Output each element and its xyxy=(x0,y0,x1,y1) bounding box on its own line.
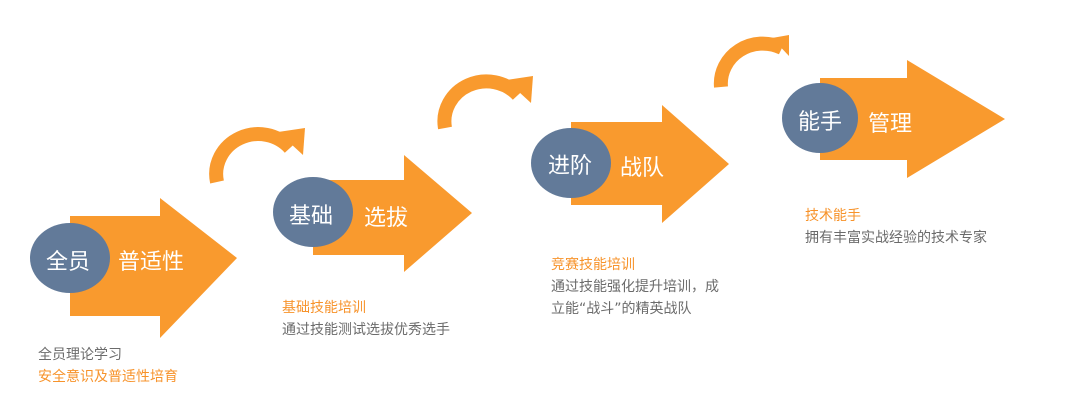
step-3-arrow-label: 战队 xyxy=(620,156,665,181)
description-line: 拥有丰富实战经验的技术专家 xyxy=(805,230,987,246)
step-2-circle-label: 基础 xyxy=(289,204,334,229)
step-1-circle-label: 全员 xyxy=(46,250,91,275)
step-circle-2 xyxy=(273,177,353,247)
curved-arrow-head-3 xyxy=(772,35,789,56)
description-line: 基础技能培训 xyxy=(282,300,366,316)
step-4-circle-label: 能手 xyxy=(798,110,843,135)
step-1-arrow-label: 普适性 xyxy=(118,250,185,275)
step-2-arrow-label: 选拔 xyxy=(364,206,409,231)
description-line: 技术能手 xyxy=(805,208,861,224)
step-3-description: 竞赛技能培训 通过技能强化提升培训，成 立能“战斗”的精英战队 xyxy=(551,254,719,320)
curved-arrow-1 xyxy=(209,127,296,184)
description-line: 立能“战斗”的精英战队 xyxy=(551,301,692,317)
step-circle-1 xyxy=(30,223,110,293)
step-arrow-2 xyxy=(313,155,472,272)
curved-arrow-2 xyxy=(437,74,524,130)
step-4-description: 技术能手 拥有丰富实战经验的技术专家 xyxy=(805,205,987,249)
description-line: 全员理论学习 xyxy=(38,347,122,363)
description-line: 通过技能强化提升培训，成 xyxy=(551,279,719,295)
description-line: 竞赛技能培训 xyxy=(551,257,635,273)
step-3-circle-label: 进阶 xyxy=(548,154,593,179)
step-1-description: 全员理论学习 安全意识及普适性培育 xyxy=(38,344,178,388)
curved-arrow-head-1 xyxy=(278,128,305,155)
step-4-arrow-label: 管理 xyxy=(868,112,913,137)
curved-arrow-3 xyxy=(713,36,786,88)
curved-arrow-head-2 xyxy=(506,76,533,103)
description-line: 通过技能测试选拔优秀选手 xyxy=(282,322,450,338)
step-arrow-4 xyxy=(820,60,1005,178)
step-arrow-1 xyxy=(70,198,237,338)
description-line: 安全意识及普适性培育 xyxy=(38,369,178,385)
step-circle-4 xyxy=(782,83,858,153)
step-2-description: 基础技能培训 通过技能测试选拔优秀选手 xyxy=(282,297,450,341)
step-circle-3 xyxy=(531,128,611,198)
step-arrow-3 xyxy=(571,105,729,223)
